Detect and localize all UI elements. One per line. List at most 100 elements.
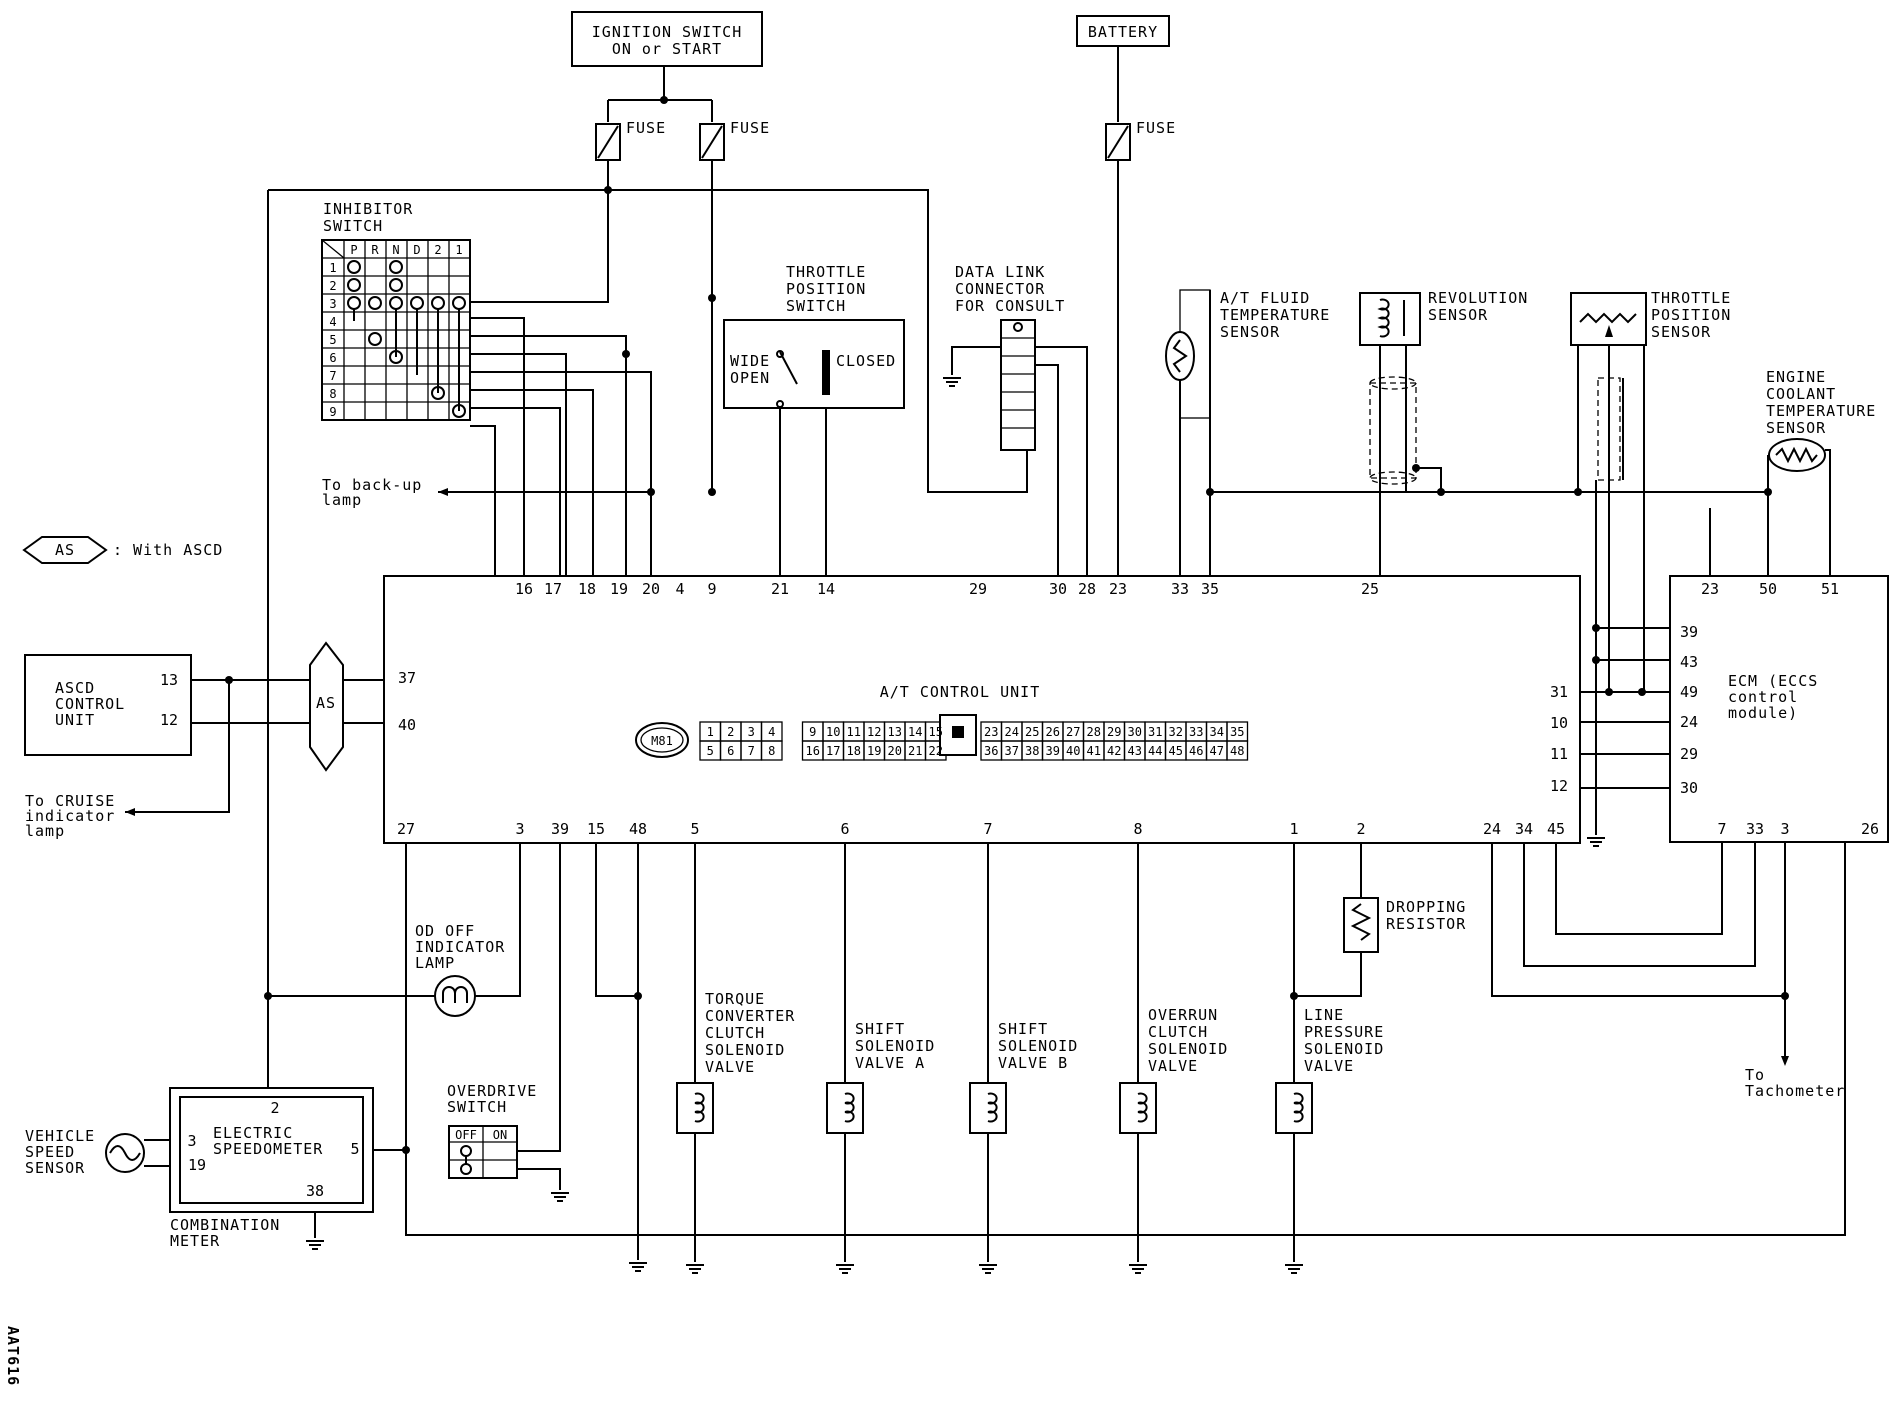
overrun-clutch-solenoid-valve-label: VALVE (1148, 1057, 1198, 1075)
tcu-pin-number: 30 (1049, 580, 1067, 598)
contact-circle (368, 296, 382, 310)
throttle-position-switch-label: THROTTLE (786, 263, 866, 281)
fuse-label: FUSE (1136, 119, 1176, 137)
ascd-control-unit-label: CONTROL (55, 695, 125, 713)
figure-code: AAT616 (4, 1326, 22, 1386)
junction-dot (264, 992, 272, 1000)
junction-dot (402, 1146, 410, 1154)
connector-cell-number: 27 (1066, 725, 1080, 739)
ecm-pin-number: 26 (1861, 820, 1879, 838)
shift-solenoid-valve-b-label: SOLENOID (998, 1037, 1078, 1055)
torque-converter-clutch-solenoid-valve-label: SOLENOID (705, 1041, 785, 1059)
vehicle-speed-sensor-label: VEHICLE (25, 1127, 95, 1145)
wire (517, 1168, 561, 1190)
ascd-control-unit-label: ASCD (55, 679, 95, 697)
connector-id-oval (635, 722, 689, 758)
tcu-pin-number: 19 (610, 580, 628, 598)
tcu-pin-number: 4 (675, 580, 684, 598)
connector-cell-number: 13 (888, 725, 902, 739)
speedometer-pin: 5 (350, 1140, 359, 1158)
to-cruise-lamp-label: To CRUISE (25, 792, 115, 810)
tcu-pin-number: 31 (1550, 683, 1568, 701)
connector-cell-number: 48 (1230, 744, 1244, 758)
wire (475, 843, 521, 997)
combination-meter-label: COMBINATION (170, 1216, 280, 1234)
at-fluid-temp-sensor-label: SENSOR (1220, 323, 1280, 341)
data-link-connector (1000, 319, 1036, 451)
inhibitor-row: 4 (329, 315, 336, 329)
contact-circle (389, 278, 403, 292)
switch-blade (779, 351, 798, 385)
junction-dot (1605, 688, 1613, 696)
throttle-position-sensor-label: SENSOR (1651, 323, 1711, 341)
tcu-pin-number: 18 (578, 580, 596, 598)
connector-id-oval (640, 727, 684, 753)
wire (470, 407, 561, 586)
ascd-control-unit-box (24, 654, 192, 756)
junction-dot (708, 488, 716, 496)
coil-symbol (844, 1092, 855, 1123)
contact-circle (347, 260, 361, 274)
junction-dot (1638, 688, 1646, 696)
connector-cell-number: 25 (1025, 725, 1039, 739)
connector-pin (1013, 322, 1023, 332)
connector-cell-number: 20 (888, 744, 902, 758)
to-tachometer-label: Tachometer (1745, 1082, 1845, 1100)
engine-coolant-temp-sensor-label: ENGINE (1766, 368, 1826, 386)
data-link-connector-label: CONNECTOR (955, 280, 1045, 298)
to-cruise-lamp-label: lamp (25, 822, 65, 840)
connector-cell-number: 32 (1169, 725, 1183, 739)
ignition-switch-label: ON or START (612, 40, 722, 58)
fuse-symbol (597, 125, 619, 159)
connector-cell-number: 34 (1210, 725, 1224, 739)
coil-symbol (1293, 1092, 1304, 1123)
as-connector (309, 641, 344, 772)
connector-cell-number: 44 (1148, 744, 1162, 758)
connector-cell-number: 14 (908, 725, 922, 739)
fuse-label: FUSE (626, 119, 666, 137)
connector-cell-number: 37 (1005, 744, 1019, 758)
ascd-pin: 12 (160, 711, 178, 729)
inhibitor-row: 8 (329, 387, 336, 401)
od-switch-state: OFF (455, 1128, 477, 1142)
connector-cell-number: 33 (1189, 725, 1203, 739)
throttle-position-switch-label: SWITCH (786, 297, 846, 315)
overrun-clutch-solenoid-valve (1119, 1082, 1157, 1134)
connector-cell-number: 5 (707, 744, 714, 758)
ecm-pin-number: 50 (1759, 580, 1777, 598)
connector-cell-number: 1 (707, 725, 714, 739)
connector-latch-dot (952, 726, 964, 738)
line-pressure-solenoid-valve-label: LINE (1304, 1006, 1344, 1024)
inhibitor-col: 2 (434, 243, 441, 257)
connector-cell-number: 47 (1210, 744, 1224, 758)
connector-cell-number: 7 (748, 744, 755, 758)
tcu-pin-number: 35 (1201, 580, 1219, 598)
connector-cell-number: 6 (727, 744, 734, 758)
junction-dot (1592, 656, 1600, 664)
ecm-pin-number: 29 (1680, 745, 1698, 763)
connector-cell-number: 45 (1169, 744, 1183, 758)
line-pressure-solenoid-valve-label: PRESSURE (1304, 1023, 1384, 1041)
inhibitor-row: 3 (329, 297, 336, 311)
connector-cell-number: 30 (1128, 725, 1142, 739)
connector-cell-number: 2 (727, 725, 734, 739)
wire (1825, 449, 1831, 586)
tcu-pin-number: 34 (1515, 820, 1533, 838)
tcu-pin-number: 20 (642, 580, 660, 598)
connector-id: M81 (651, 734, 673, 748)
tcu-pin-number: 7 (983, 820, 992, 838)
torque-converter-clutch-solenoid-valve (676, 1082, 714, 1134)
wire (951, 346, 1001, 375)
connector-cell-number: 36 (984, 744, 998, 758)
ecm-pin-number: 7 (1717, 820, 1726, 838)
throttle-position-sensor-label: POSITION (1651, 306, 1731, 324)
tcu-pin-number: 6 (840, 820, 849, 838)
coil-symbol (987, 1092, 998, 1123)
throttle-position-sensor-label: THROTTLE (1651, 289, 1731, 307)
overrun-clutch-solenoid-valve-label: CLUTCH (1148, 1023, 1208, 1041)
wiper-arrow (1605, 325, 1613, 337)
wire (1555, 843, 1723, 935)
battery-box (1076, 15, 1170, 47)
tcu-pin-number: 10 (1550, 714, 1568, 732)
tcu-pin-number: 21 (771, 580, 789, 598)
